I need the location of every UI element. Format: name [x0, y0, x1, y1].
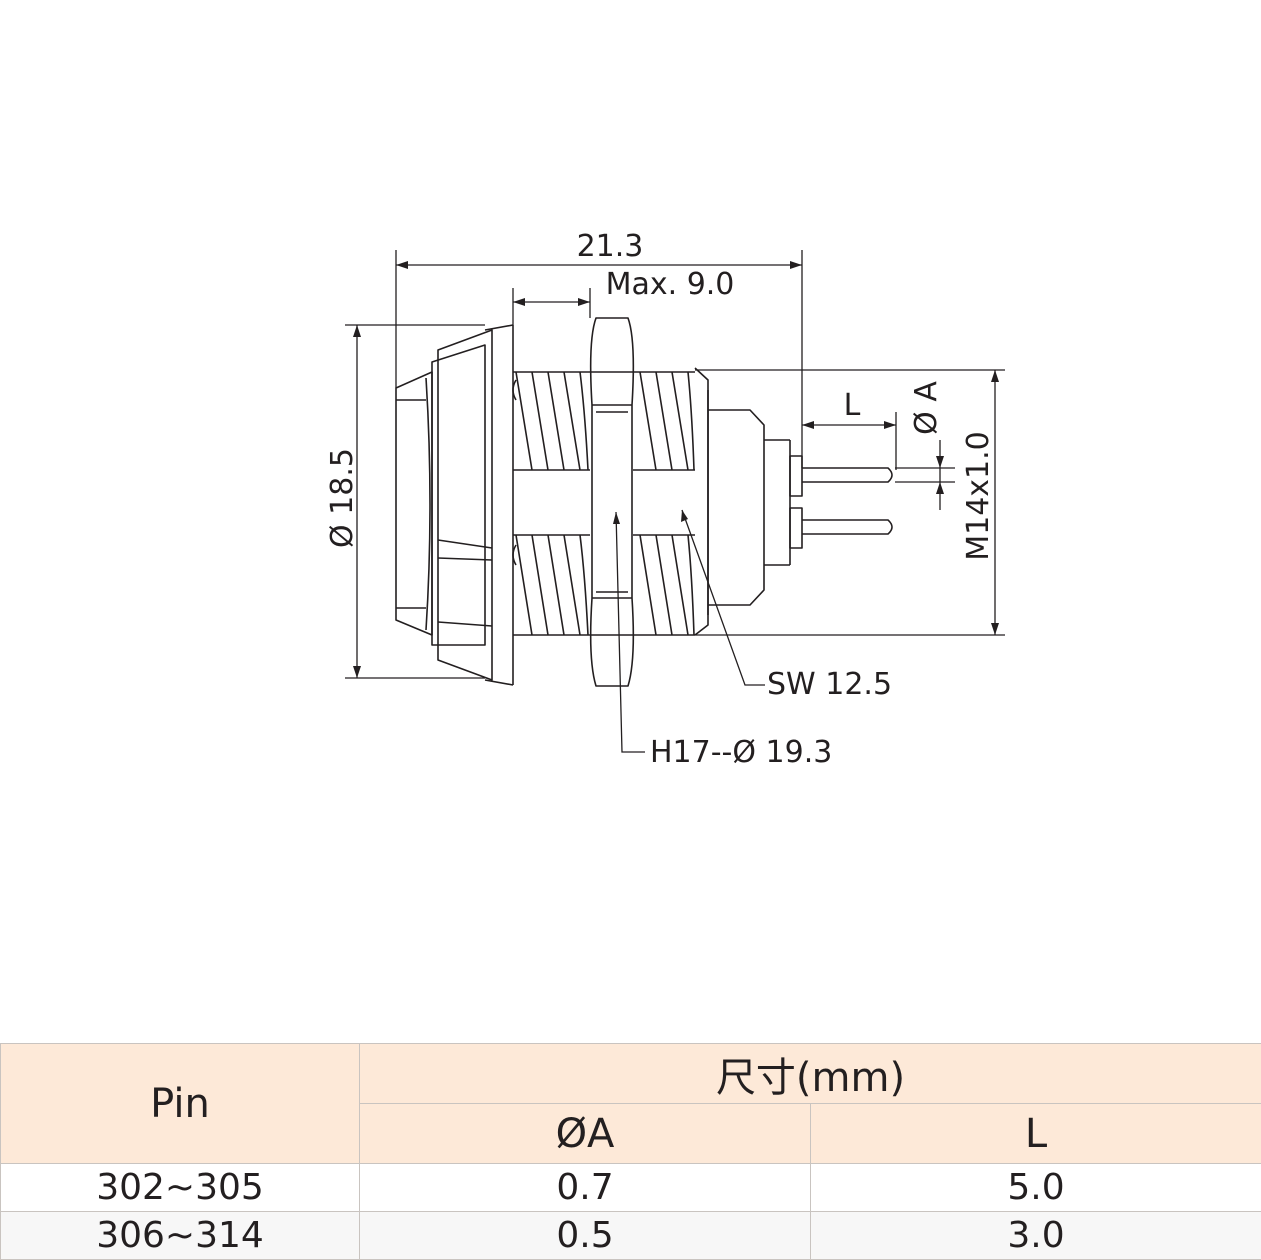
connector-drawing: 21.3 Max. 9.0 Ø 18.5 L Ø A M14x1.0 SW 12…: [325, 229, 1005, 770]
cell-length-l: 3.0: [809, 1211, 1261, 1260]
header-pin: Pin: [0, 1042, 360, 1165]
label-max-panel: Max. 9.0: [606, 267, 735, 302]
label-pin-dia: Ø A: [909, 381, 944, 435]
table-header-row: Pin 尺寸(mm): [0, 1042, 1261, 1165]
cell-dia-a: 0.5: [359, 1211, 811, 1260]
table-row: 306~314 0.5 3.0: [0, 1211, 1261, 1260]
hex-nut: [589, 317, 635, 687]
rear-body: [694, 367, 803, 636]
label-nut: H17--Ø 19.3: [650, 735, 832, 770]
table-subheader-row: ØA L: [1, 1103, 1261, 1165]
cell-length-l: 5.0: [809, 1163, 1261, 1213]
front-flange: [395, 324, 514, 686]
contact-pins: [802, 467, 893, 535]
table-row: 302~305 0.7 5.0: [0, 1163, 1261, 1213]
label-wrench-size: SW 12.5: [767, 667, 892, 702]
pin-dimension-table: Pin 尺寸(mm) ØA L 302~305 0.7 5.0 306~314 …: [0, 1042, 1261, 1260]
cell-dia-a: 0.7: [359, 1163, 811, 1213]
label-thread: M14x1.0: [961, 431, 996, 561]
header-dia-a: ØA: [359, 1103, 811, 1165]
label-flange-dia: Ø 18.5: [325, 448, 360, 548]
label-overall-length: 21.3: [577, 229, 644, 264]
label-pin-length: L: [844, 388, 861, 423]
cell-pin: 306~314: [0, 1211, 360, 1260]
cell-pin: 302~305: [0, 1163, 360, 1213]
header-length-l: L: [809, 1103, 1261, 1165]
threaded-body: [512, 371, 695, 636]
header-dimensions: 尺寸(mm): [358, 1042, 1261, 1105]
